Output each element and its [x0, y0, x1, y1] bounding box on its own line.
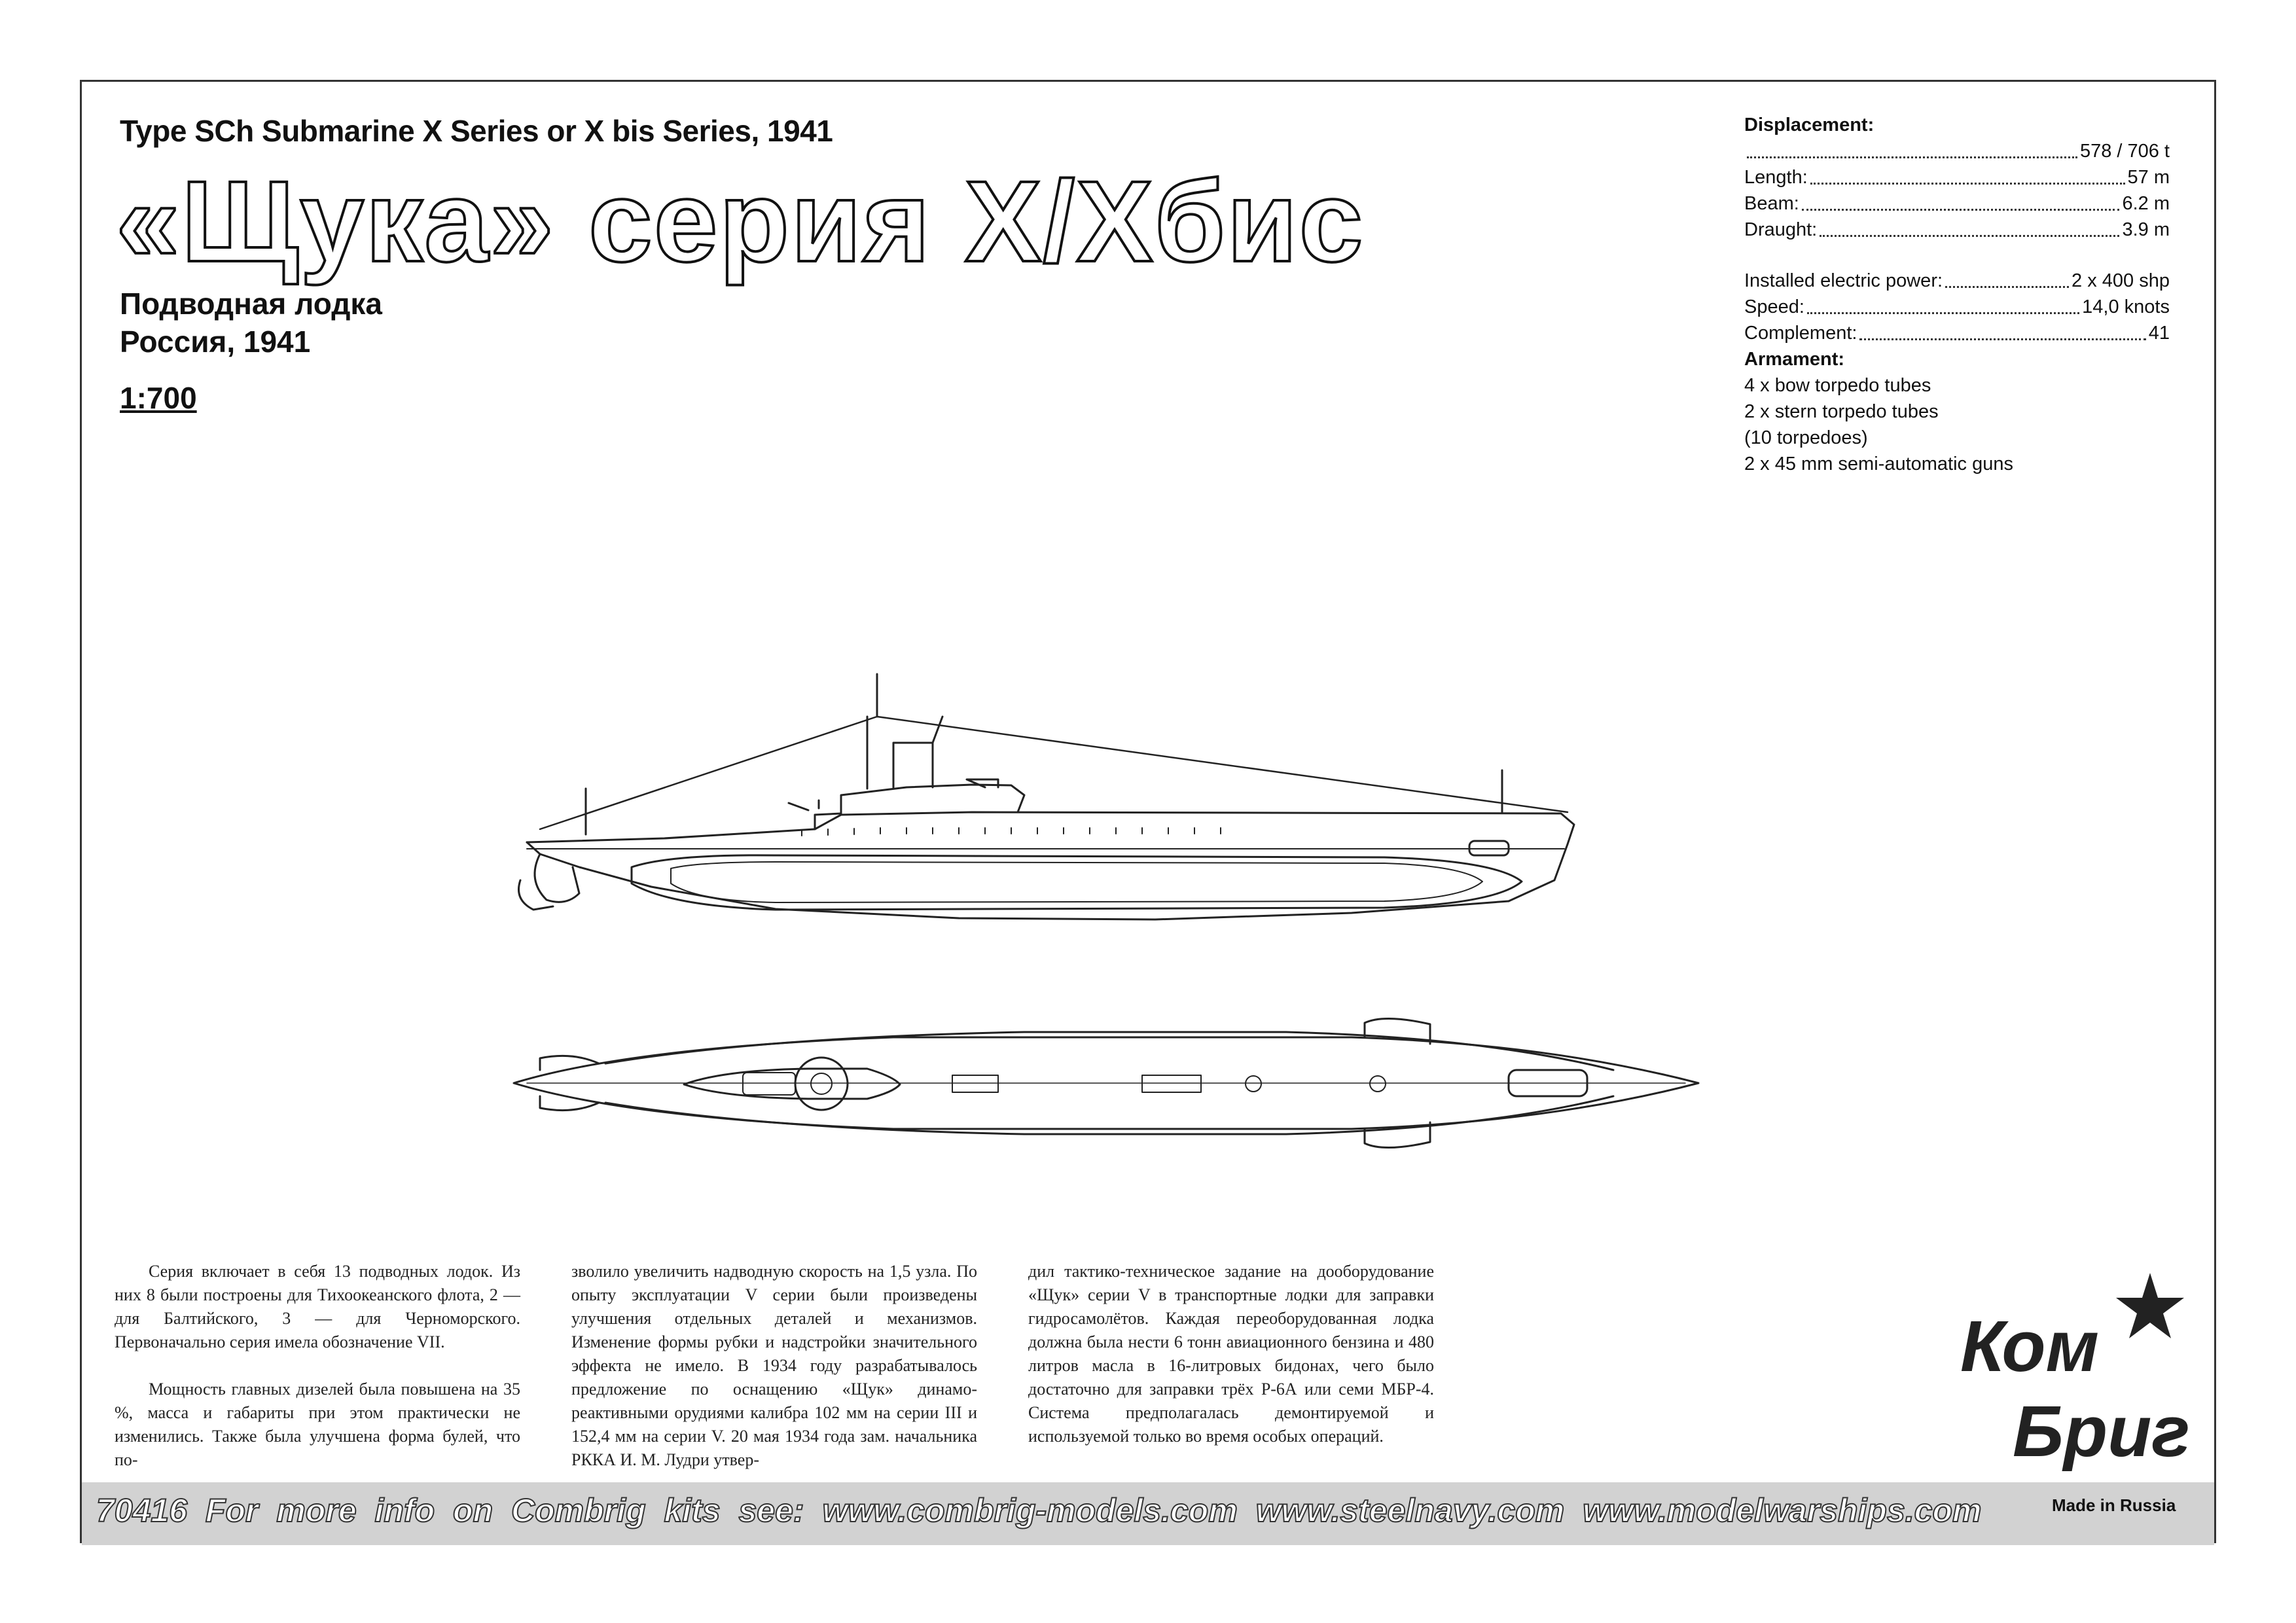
logo-line-2: Бриг: [2013, 1391, 2189, 1472]
country-year: Россия, 1941: [120, 325, 311, 359]
made-in-label: Made in Russia: [2052, 1495, 2176, 1515]
speed-label: Speed:: [1744, 296, 1804, 317]
displacement-value: 578 / 706 t: [2079, 141, 2170, 162]
draught-label: Draught:: [1744, 219, 1818, 240]
power-row: Installed electric power: 2 x 400 shp: [1744, 268, 2170, 294]
drawing-sheet: Type SCh Submarine X Series or X bis Ser…: [80, 80, 2216, 1545]
speed-value: 14,0 knots: [2082, 296, 2170, 317]
combrig-logo: Ком Бриг: [1960, 1273, 2189, 1472]
length-value: 57 m: [2127, 167, 2170, 188]
armament-item: 2 x 45 mm semi-automatic guns: [1744, 454, 2013, 474]
body-column-3: дил тактико-техническое задание на дообо…: [1028, 1260, 1434, 1472]
complement-value: 41: [2148, 323, 2170, 344]
power-value: 2 x 400 shp: [2072, 270, 2170, 291]
star-icon: [2116, 1273, 2184, 1338]
paragraph: зволило увеличить надводную скорость на …: [571, 1262, 977, 1469]
logo-line-1: Ком: [1960, 1306, 2099, 1387]
armament-item: (10 torpedoes): [1744, 427, 1868, 448]
displacement-label: Displacement:: [1744, 115, 1874, 135]
paragraph: Мощность главных дизелей была повышена н…: [115, 1380, 520, 1469]
beam-row: Beam: 6.2 m: [1744, 190, 2170, 217]
scale-label: 1:700: [120, 381, 197, 415]
displacement-row: 578 / 706 t: [1744, 138, 2170, 164]
specifications-panel: Displacement: 578 / 706 t Length: 57 m Be…: [1744, 112, 2170, 477]
draught-value: 3.9 m: [2122, 219, 2170, 240]
armament-item: 2 x stern torpedo tubes: [1744, 401, 1939, 422]
length-label: Length:: [1744, 167, 1808, 188]
submarine-drawings: [512, 673, 1700, 1149]
top-plan-view: [512, 1017, 1700, 1149]
speed-row: Speed: 14,0 knots: [1744, 294, 2170, 320]
armament-label: Armament:: [1744, 349, 1845, 370]
footer-bar: 70416 For more info on Combrig kits see:…: [82, 1482, 2214, 1545]
body-column-1: Серия включает в себя 13 подводных лодок…: [115, 1260, 520, 1495]
beam-label: Beam:: [1744, 193, 1799, 214]
footer-links-text: 70416 For more info on Combrig kits see:…: [96, 1491, 1982, 1529]
side-profile-view: [518, 673, 1575, 921]
complement-label: Complement:: [1744, 323, 1857, 344]
length-row: Length: 57 m: [1744, 164, 2170, 190]
subtitle-english: Type SCh Submarine X Series or X bis Ser…: [120, 114, 833, 148]
armament-item: 4 x bow torpedo tubes: [1744, 375, 1931, 396]
paragraph: Серия включает в себя 13 подводных лодок…: [115, 1262, 520, 1351]
vessel-type: Подводная лодка: [120, 287, 383, 321]
title-russian: «Щука» серия Х/Хбис: [115, 158, 1365, 286]
complement-row: Complement: 41: [1744, 320, 2170, 346]
power-label: Installed electric power:: [1744, 270, 1943, 291]
body-column-2: зволило увеличить надводную скорость на …: [571, 1260, 977, 1495]
draught-row: Draught: 3.9 m: [1744, 217, 2170, 243]
beam-value: 6.2 m: [2122, 193, 2170, 214]
paragraph: дил тактико-техническое задание на дообо…: [1028, 1262, 1434, 1446]
